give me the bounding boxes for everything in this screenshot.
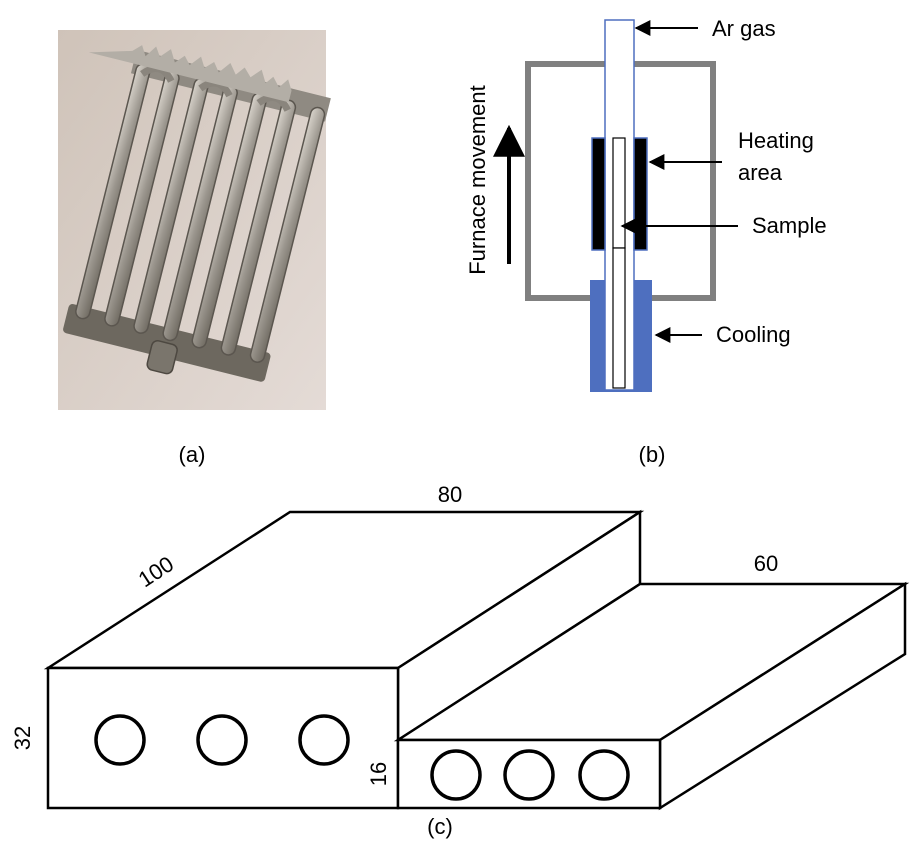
dim-small-depth: 60 — [754, 551, 778, 576]
cooling-label: Cooling — [716, 322, 791, 347]
dim-large-height: 32 — [10, 726, 35, 750]
grid-fringe — [88, 45, 292, 103]
heating-label-line2: area — [738, 160, 783, 185]
channel-hole — [298, 714, 350, 766]
ar-gas-label: Ar gas — [712, 16, 776, 41]
grid-rod — [249, 106, 326, 363]
grid-sprue — [146, 340, 178, 375]
channel-hole — [196, 714, 248, 766]
dim-large-width: 80 — [438, 482, 462, 507]
panel-b-caption: (b) — [639, 442, 666, 467]
cast-grid-sample — [63, 45, 331, 382]
heater-right — [633, 137, 648, 251]
grid-rod — [220, 99, 297, 356]
channel-hole — [503, 749, 555, 801]
panel-a-caption: (a) — [179, 442, 206, 467]
furnace-movement-label: Furnace movement — [465, 85, 490, 275]
sample-label: Sample — [752, 213, 827, 238]
channel-hole — [578, 749, 630, 801]
dim-small-height: 16 — [366, 762, 391, 786]
panel-b-schematic: Ar gas Heating area Sample Cooling Furna… — [465, 16, 827, 392]
panel-c-block — [43, 509, 910, 811]
heating-label-line1: Heating — [738, 128, 814, 153]
panel-a-photo — [58, 30, 331, 410]
channel-hole — [430, 749, 482, 801]
channel-hole — [94, 714, 146, 766]
dim-large-depth: 100 — [134, 551, 178, 592]
grid-rods — [75, 63, 326, 363]
sample-rod-upper — [612, 137, 626, 249]
sample-rod-lower — [612, 247, 626, 389]
heater-left — [591, 137, 606, 251]
panel-c-caption: (c) — [427, 814, 453, 839]
